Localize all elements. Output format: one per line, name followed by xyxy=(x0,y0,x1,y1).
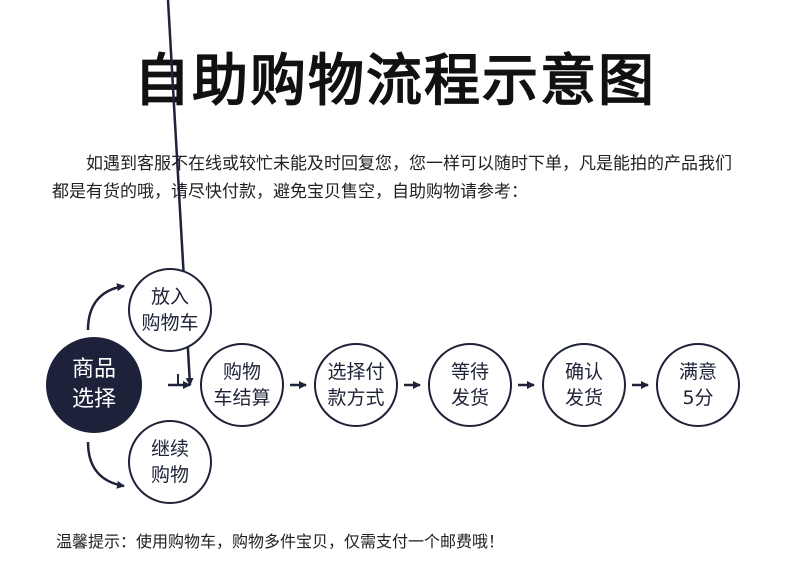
node-wait-shipping: 等待 发货 xyxy=(428,343,512,427)
node-satisfied-rating: 满意 5分 xyxy=(656,343,740,427)
node-continue-shopping: 继续 购物 xyxy=(128,420,212,504)
node-confirm-delivery: 确认 发货 xyxy=(542,343,626,427)
curve-arrow-bottom xyxy=(86,441,125,489)
node-cart-checkout: 购物 车结算 xyxy=(200,343,284,427)
intro-paragraph: 如遇到客服不在线或较忙未能及时回复您，您一样可以随时下单，凡是能拍的产品我们都是… xyxy=(52,154,732,202)
node-product-select: 商品 选择 xyxy=(46,337,142,433)
page-title: 自助购物流程示意图 xyxy=(134,49,656,114)
node-payment-method: 选择付 款方式 xyxy=(314,343,398,427)
node-add-to-cart: 放入 购物车 xyxy=(128,268,212,352)
curve-arrow-top xyxy=(86,283,125,331)
tip-text: 温馨提示：使用购物车，购物多件宝贝，仅需支付一个邮费哦！ xyxy=(56,532,505,551)
